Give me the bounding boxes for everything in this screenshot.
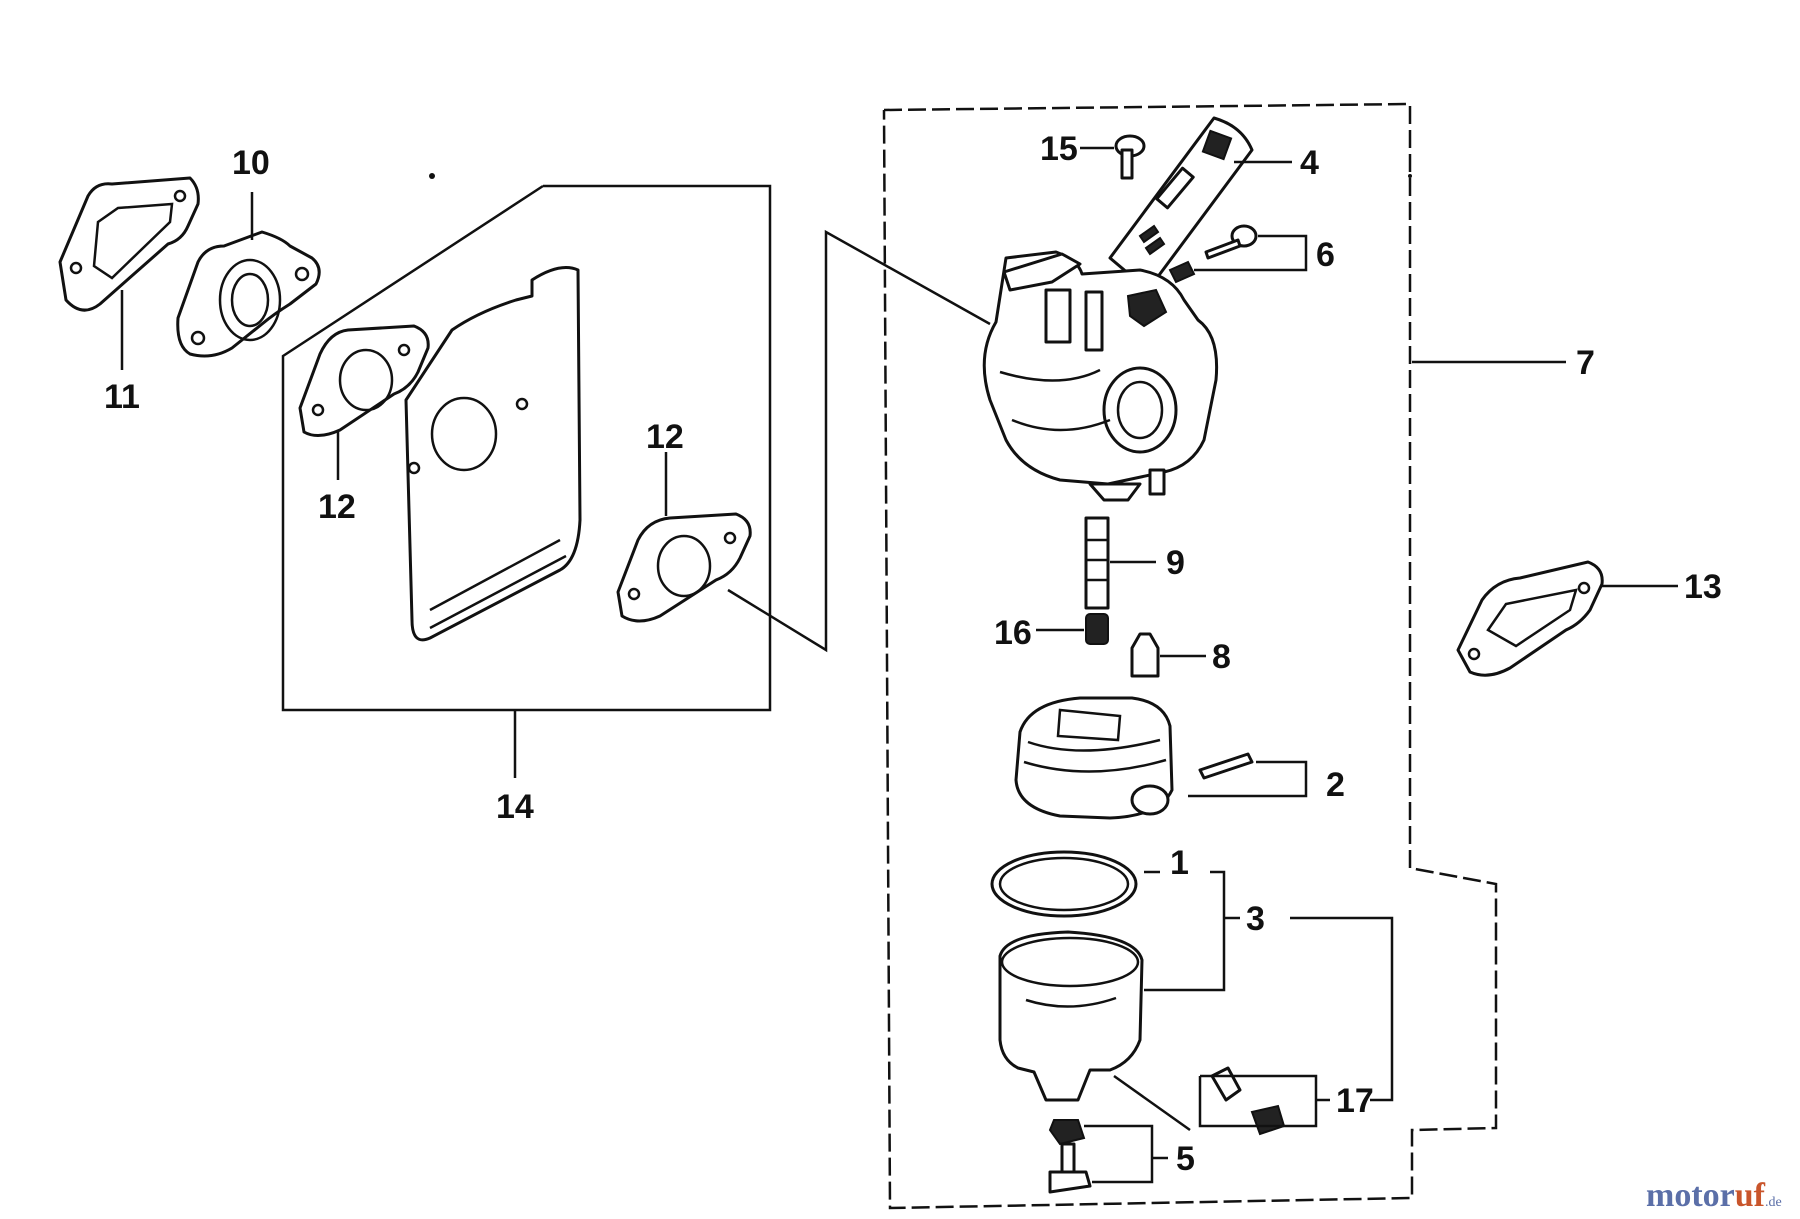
callout-10: 10 [232, 144, 270, 182]
callout-4: 4 [1300, 144, 1319, 182]
callout-16: 16 [994, 614, 1032, 652]
carburetor-body[interactable] [982, 250, 1219, 502]
group-7-frame [882, 102, 1498, 1210]
part-5-bolt[interactable] [1048, 1119, 1092, 1194]
part-10-insulator[interactable] [176, 230, 321, 358]
callout-1: 1 [1170, 844, 1189, 882]
callout-3: 3 [1246, 900, 1265, 938]
scan-dot [429, 173, 435, 179]
callout-13: 13 [1684, 568, 1722, 606]
leader-6 [1194, 234, 1308, 272]
callout-7: 7 [1576, 344, 1595, 382]
callout-11: 11 [104, 378, 140, 416]
part-15-screw[interactable] [1114, 134, 1146, 180]
watermark-part2: uf [1735, 1177, 1766, 1214]
leader-1 [1144, 870, 1226, 992]
part-4-needle-kit[interactable] [1108, 116, 1254, 292]
callout-12-right: 12 [646, 418, 684, 456]
part-2-float[interactable] [1014, 696, 1254, 820]
part-16-main-jet[interactable] [1085, 613, 1109, 645]
part-17-drain-screw[interactable] [1210, 1066, 1286, 1136]
watermark-part1: motor [1646, 1177, 1735, 1214]
callout-9: 9 [1166, 544, 1185, 582]
connector-gasket-carb [727, 229, 991, 653]
leader-2 [1188, 760, 1308, 798]
part-14-heat-shield[interactable] [404, 266, 582, 642]
watermark-logo: motoruf.de [1646, 1177, 1782, 1214]
callout-2: 2 [1326, 766, 1345, 804]
part-6-screws[interactable] [1168, 224, 1258, 284]
callout-5: 5 [1176, 1140, 1195, 1178]
callout-14: 14 [496, 788, 534, 826]
watermark-suffix: .de [1765, 1195, 1782, 1210]
scan-dot [1408, 174, 1412, 178]
leader-3 [1290, 916, 1394, 1102]
callout-6: 6 [1316, 236, 1335, 274]
part-12-gasket-left[interactable] [298, 324, 430, 437]
part-12-gasket-right[interactable] [616, 512, 752, 623]
part-13-gasket[interactable] [1456, 560, 1604, 677]
leader-17-bracket [1198, 1074, 1318, 1128]
float-bowl[interactable] [998, 930, 1144, 1102]
part-11-gasket[interactable] [58, 176, 200, 312]
part-8-float-valve[interactable] [1130, 632, 1160, 678]
connector-bowl-17 [1113, 1074, 1191, 1132]
callout-12-left: 12 [318, 488, 356, 526]
callout-15: 15 [1040, 130, 1078, 168]
part-1-gasket-ring[interactable] [990, 850, 1138, 918]
callout-8: 8 [1212, 638, 1231, 676]
part-9-main-nozzle[interactable] [1084, 516, 1110, 610]
callout-17: 17 [1336, 1082, 1374, 1120]
leader-5 [1084, 1124, 1154, 1184]
group-14-frame [281, 184, 772, 712]
svg-text:motoruf.de: motoruf.de [1646, 1177, 1782, 1214]
